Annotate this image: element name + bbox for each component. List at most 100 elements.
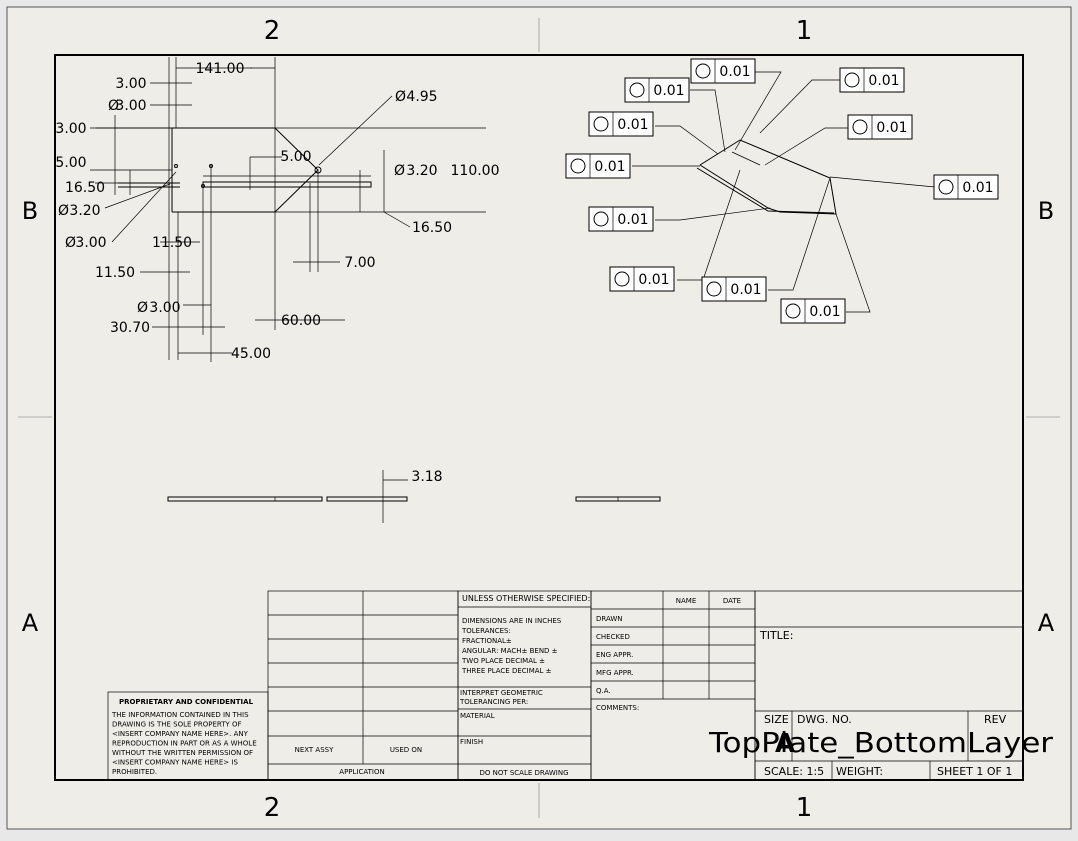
circularity-icon bbox=[785, 303, 801, 319]
dimension-label: 3.00 bbox=[115, 76, 146, 92]
proprietary-line: REPRODUCTION IN PART OR AS A WHOLE bbox=[112, 740, 257, 748]
dimension-label: 110.00 bbox=[451, 163, 500, 179]
size-label: SIZE bbox=[764, 713, 789, 726]
eng-appr-label: ENG APPR. bbox=[596, 651, 633, 659]
circularity-icon bbox=[570, 158, 586, 174]
dimension-label: 4.95 bbox=[406, 89, 437, 105]
proprietary-line: <INSERT COMPANY NAME HERE> IS bbox=[112, 759, 238, 767]
material-label: MATERIAL bbox=[460, 712, 495, 720]
title-label: TITLE: bbox=[759, 629, 793, 642]
zone-col-label: 2 bbox=[264, 793, 281, 823]
dimension-label: 3.20 bbox=[406, 163, 437, 179]
tolerance-value: 0.01 bbox=[719, 64, 750, 80]
drawn-label: DRAWN bbox=[596, 615, 623, 623]
tolerances-label: TOLERANCES: bbox=[461, 627, 511, 635]
proprietary-title: PROPRIETARY AND CONFIDENTIAL bbox=[119, 698, 254, 706]
feature-control-frame: 0.01 bbox=[780, 298, 846, 324]
feature-control-frame: 0.01 bbox=[609, 266, 675, 292]
weight-label: WEIGHT: bbox=[836, 765, 883, 778]
feature-control-frame: 0.01 bbox=[565, 153, 631, 179]
tolerance-value: 0.01 bbox=[868, 73, 899, 89]
diameter-symbol: Ø bbox=[58, 203, 69, 219]
zone-row-label: B bbox=[1038, 197, 1054, 225]
hole bbox=[314, 166, 322, 174]
proprietary-line: WITHOUT THE WRITTEN PERMISSION OF bbox=[112, 749, 253, 757]
do-not-scale-label: DO NOT SCALE DRAWING bbox=[479, 769, 568, 777]
hole bbox=[201, 184, 205, 188]
dwg-no-label: DWG. NO. bbox=[797, 713, 852, 726]
feature-control-frame: 0.01 bbox=[690, 58, 756, 84]
scale-label: SCALE: 1:5 bbox=[764, 765, 824, 778]
dimension-label: 7.00 bbox=[344, 255, 375, 271]
qa-label: Q.A. bbox=[596, 687, 611, 695]
used-on-label: USED ON bbox=[390, 746, 422, 754]
diameter-symbol: Ø bbox=[395, 89, 406, 105]
circularity-icon bbox=[844, 72, 860, 88]
circularity-icon bbox=[852, 119, 868, 135]
mfg-appr-label: MFG APPR. bbox=[596, 669, 634, 677]
sheet-label: SHEET 1 OF 1 bbox=[937, 765, 1012, 778]
hole bbox=[174, 164, 178, 168]
zone-row-label: A bbox=[22, 609, 39, 637]
dimension-label: 16.50 bbox=[412, 220, 452, 236]
rev-label: REV bbox=[984, 713, 1007, 726]
diameter-symbol: Ø bbox=[394, 163, 405, 179]
dimension-label: 3.18 bbox=[411, 469, 442, 485]
dimension-label: 3.00 bbox=[115, 98, 146, 114]
zone-col-label: 1 bbox=[796, 16, 813, 46]
circularity-icon bbox=[629, 82, 645, 98]
dimension-label: 11.50 bbox=[95, 265, 135, 281]
feature-control-frame: 0.01 bbox=[847, 114, 913, 140]
proprietary-line: DRAWING IS THE SOLE PROPERTY OF bbox=[112, 721, 242, 729]
circularity-icon bbox=[593, 211, 609, 227]
circularity-icon bbox=[614, 271, 630, 287]
dimension-label: 16.50 bbox=[65, 180, 105, 196]
feature-control-frame: 0.01 bbox=[701, 276, 767, 302]
next-assy-label: NEXT ASSY bbox=[295, 746, 335, 754]
proprietary-line: THE INFORMATION CONTAINED IN THIS bbox=[111, 711, 249, 719]
zone-row-label: B bbox=[22, 197, 38, 225]
proprietary-line: <INSERT COMPANY NAME HERE>. ANY bbox=[112, 730, 249, 738]
drawing-number: TopPlate_BottomLayer bbox=[708, 726, 1054, 759]
tolerance-value: 0.01 bbox=[962, 180, 993, 196]
size-value: A bbox=[775, 729, 795, 759]
tolerance-value: 0.01 bbox=[617, 212, 648, 228]
feature-control-frame: 0.01 bbox=[588, 111, 654, 137]
feature-control-frames: 0.01 0.01 0.01 0.01 0.01 0.01 0.01 0.01 0.01 0.01… bbox=[565, 58, 999, 324]
tolerance-value: 0.01 bbox=[876, 120, 907, 136]
side-view: 3.18 bbox=[167, 469, 661, 523]
circularity-icon bbox=[938, 179, 954, 195]
diameter-symbol: Ø bbox=[65, 235, 76, 251]
zone-col-label: 1 bbox=[796, 793, 813, 823]
dims-in-label: DIMENSIONS ARE IN INCHES bbox=[462, 617, 562, 625]
title-block: PROPRIETARY AND CONFIDENTIAL THE INFORMA… bbox=[107, 590, 1054, 781]
dimension-label: 60.00 bbox=[281, 313, 321, 329]
dimension-label: 30.70 bbox=[110, 320, 150, 336]
dimension-label: 3.00 bbox=[55, 121, 86, 137]
hole bbox=[209, 164, 213, 168]
name-header: NAME bbox=[676, 597, 697, 605]
interpret-label: INTERPRET GEOMETRIC bbox=[460, 689, 543, 697]
interpret-label: TOLERANCING PER: bbox=[459, 698, 528, 706]
diameter-symbol: Ø bbox=[137, 300, 148, 316]
comments-label: COMMENTS: bbox=[596, 704, 639, 712]
feature-control-frame: 0.01 bbox=[839, 67, 905, 93]
finish-label: FINISH bbox=[460, 738, 483, 746]
application-label: APPLICATION bbox=[339, 768, 384, 776]
unless-label: UNLESS OTHERWISE SPECIFIED: bbox=[462, 594, 590, 603]
dimension-label: 45.00 bbox=[231, 346, 271, 362]
circularity-icon bbox=[593, 116, 609, 132]
tolerance-value: 0.01 bbox=[638, 272, 669, 288]
angular-label: ANGULAR: MACH± BEND ± bbox=[462, 647, 558, 655]
fractional-label: FRACTIONAL± bbox=[462, 637, 512, 645]
zone-dividers bbox=[18, 18, 1060, 818]
top-view: 141.00 3.00 Ø 3.00 3.00 Ø 4.95 5.00 5.00… bbox=[55, 57, 500, 362]
feature-control-frame: 0.01 bbox=[624, 77, 690, 103]
three-place-label: THREE PLACE DECIMAL ± bbox=[461, 667, 552, 675]
diameter-symbol: Ø bbox=[108, 98, 119, 114]
feature-control-frame: 0.01 bbox=[588, 206, 654, 232]
tolerance-value: 0.01 bbox=[809, 304, 840, 320]
dimension-label: 3.00 bbox=[75, 235, 106, 251]
